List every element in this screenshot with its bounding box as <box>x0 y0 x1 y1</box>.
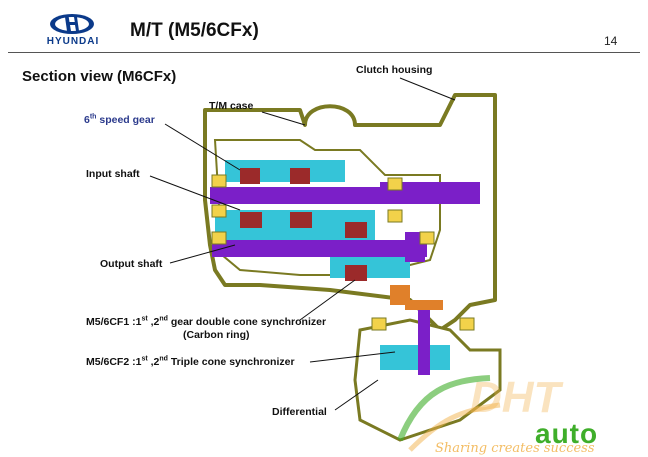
label-tm-case: T/M case <box>209 100 254 112</box>
label-cf2: M5/6CF2 :1st ,2nd Triple cone synchroniz… <box>86 355 295 369</box>
watermark-auto: auto <box>535 418 599 449</box>
watermark-swoosh <box>397 375 491 442</box>
label-cf1: M5/6CF1 :1st ,2nd gear double cone synch… <box>86 315 327 329</box>
sync-2 <box>290 168 310 184</box>
leader-differential <box>334 379 379 411</box>
label-clutch-housing: Clutch housing <box>356 64 433 76</box>
input-shaft <box>210 187 480 204</box>
sync-1 <box>240 168 260 184</box>
leader-cf1 <box>299 279 356 321</box>
label-differential: Differential <box>272 406 327 418</box>
output-shaft <box>212 240 427 257</box>
watermark-tagline: Sharing creates success <box>435 441 595 456</box>
bearing-7 <box>371 317 387 331</box>
leader-input-shaft <box>149 175 241 211</box>
gear-block-4 <box>380 345 450 370</box>
bearing-3 <box>387 177 403 191</box>
label-output-shaft: Output shaft <box>100 258 163 270</box>
hyundai-logo <box>38 12 106 48</box>
label-sixth-speed-gear: 6th speed gear <box>84 113 155 127</box>
sync-3 <box>240 212 262 228</box>
watermark-logo: DHT <box>397 373 564 452</box>
bearing-6 <box>419 231 435 245</box>
bearing-5 <box>211 231 227 245</box>
page-number: 14 <box>604 34 618 48</box>
sync-6 <box>345 265 367 281</box>
leader-sixth-gear <box>164 123 241 171</box>
page-title: M/T (M5/6CFx) <box>130 20 259 41</box>
input-shaft-tip <box>380 182 480 190</box>
section-title: Section view (M6CFx) <box>22 68 177 85</box>
leader-tm-case <box>261 111 306 126</box>
sync-4 <box>290 212 312 228</box>
bearing-1 <box>211 174 227 188</box>
leader-clutch-housing <box>399 77 456 101</box>
label-input-shaft: Input shaft <box>86 168 140 180</box>
header-divider <box>8 52 640 53</box>
bearing-2 <box>211 204 227 218</box>
final-gear <box>405 300 443 310</box>
brand-name: HYUNDAI <box>46 36 100 47</box>
leader-cf2 <box>309 351 396 363</box>
leader-output-shaft <box>169 244 236 264</box>
label-cf1-line2: (Carbon ring) <box>183 329 250 341</box>
sync-5 <box>345 222 367 238</box>
differential-shaft <box>418 305 430 375</box>
bearing-4 <box>387 209 403 223</box>
bearing-8 <box>459 317 475 331</box>
